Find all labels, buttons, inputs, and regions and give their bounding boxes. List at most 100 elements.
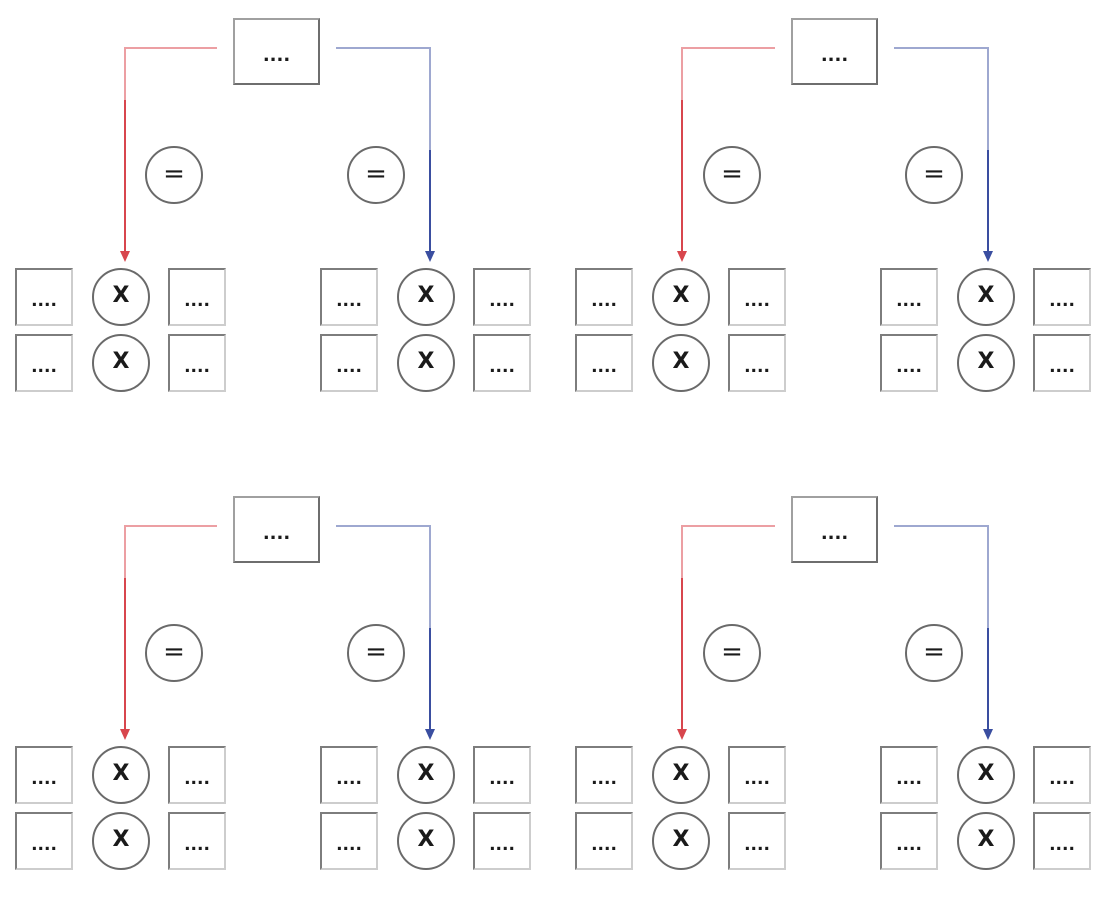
right-equals-node: =: [347, 624, 405, 682]
left-connector-line: [681, 47, 775, 100]
times-symbol: X: [672, 827, 690, 852]
leaf-node: ....: [320, 268, 378, 326]
times-symbol: X: [112, 761, 130, 786]
leaf-node: ....: [473, 746, 531, 804]
leaf-node-label: ....: [336, 834, 362, 855]
right-arrowhead: [425, 251, 435, 262]
right-connector-line: [336, 525, 431, 628]
diagram-top-left: .... = = .... X .... .... X .... .... X …: [0, 0, 548, 456]
times-symbol: X: [977, 827, 995, 852]
leaf-node-label: ....: [31, 768, 57, 789]
times-node: X: [652, 334, 710, 392]
times-node: X: [397, 746, 455, 804]
leaf-node-label: ....: [489, 290, 515, 311]
leaf-node-label: ....: [184, 834, 210, 855]
leaf-node-label: ....: [744, 834, 770, 855]
leaf-node-label: ....: [1049, 834, 1075, 855]
times-symbol: X: [672, 349, 690, 374]
diagram-connectors: [120, 47, 435, 262]
times-node: X: [92, 746, 150, 804]
leaf-node: ....: [168, 268, 226, 326]
leaf-node-label: ....: [489, 768, 515, 789]
leaf-node: ....: [473, 812, 531, 870]
leaf-node: ....: [15, 268, 73, 326]
diagram-connectors: [677, 525, 993, 740]
leaf-node: ....: [728, 812, 786, 870]
leaf-node-label: ....: [31, 290, 57, 311]
leaf-node-label: ....: [184, 290, 210, 311]
leaf-node: ....: [728, 334, 786, 392]
left-connector-line: [124, 525, 217, 578]
times-node: X: [957, 334, 1015, 392]
root-node-label: ....: [262, 44, 291, 66]
leaf-node-label: ....: [1049, 768, 1075, 789]
diagram-bottom-left: .... = = .... X .... .... X .... .... X …: [0, 456, 548, 912]
leaf-node-label: ....: [744, 356, 770, 377]
leaf-node: ....: [880, 334, 938, 392]
root-node-label: ....: [262, 522, 291, 544]
leaf-node: ....: [1033, 268, 1091, 326]
leaf-node-label: ....: [336, 768, 362, 789]
leaf-node: ....: [728, 746, 786, 804]
leaf-node-label: ....: [591, 768, 617, 789]
times-node: X: [397, 268, 455, 326]
left-equals-node: =: [145, 624, 203, 682]
times-node: X: [92, 334, 150, 392]
equals-symbol: =: [163, 159, 185, 189]
leaf-node-label: ....: [1049, 290, 1075, 311]
equals-symbol: =: [923, 637, 945, 667]
leaf-node: ....: [728, 268, 786, 326]
leaf-node: ....: [575, 268, 633, 326]
leaf-node-label: ....: [591, 290, 617, 311]
times-symbol: X: [977, 283, 995, 308]
left-equals-node: =: [145, 146, 203, 204]
leaf-node-label: ....: [489, 356, 515, 377]
times-symbol: X: [977, 349, 995, 374]
left-arrowhead: [120, 251, 130, 262]
times-node: X: [397, 812, 455, 870]
times-node: X: [652, 746, 710, 804]
leaf-node-label: ....: [184, 356, 210, 377]
equals-symbol: =: [365, 637, 387, 667]
leaf-node-label: ....: [489, 834, 515, 855]
left-connector-line: [681, 525, 775, 578]
right-equals-node: =: [905, 146, 963, 204]
leaf-node: ....: [15, 334, 73, 392]
leaf-node: ....: [575, 812, 633, 870]
times-symbol: X: [672, 761, 690, 786]
leaf-node-label: ....: [31, 834, 57, 855]
times-node: X: [652, 812, 710, 870]
left-arrowhead: [677, 729, 687, 740]
leaf-node-label: ....: [896, 834, 922, 855]
leaf-node: ....: [1033, 812, 1091, 870]
root-node-label: ....: [820, 44, 849, 66]
times-node: X: [957, 746, 1015, 804]
leaf-node: ....: [1033, 746, 1091, 804]
times-symbol: X: [672, 283, 690, 308]
leaf-node-label: ....: [744, 768, 770, 789]
leaf-node-label: ....: [336, 290, 362, 311]
root-node-label: ....: [820, 522, 849, 544]
left-equals-node: =: [703, 146, 761, 204]
root-node: ....: [791, 18, 878, 85]
times-node: X: [652, 268, 710, 326]
leaf-node: ....: [473, 334, 531, 392]
right-arrowhead: [983, 251, 993, 262]
leaf-node-label: ....: [31, 356, 57, 377]
leaf-node-label: ....: [1049, 356, 1075, 377]
leaf-node: ....: [575, 334, 633, 392]
right-equals-node: =: [905, 624, 963, 682]
leaf-node: ....: [15, 746, 73, 804]
leaf-node: ....: [473, 268, 531, 326]
leaf-node-label: ....: [896, 356, 922, 377]
right-connector-line: [336, 47, 431, 150]
right-connector-line: [894, 525, 989, 628]
times-symbol: X: [417, 283, 435, 308]
diagram-bottom-right: .... = = .... X .... .... X .... .... X …: [548, 456, 1096, 912]
diagram-connectors: [120, 525, 435, 740]
leaf-node: ....: [575, 746, 633, 804]
leaf-node-label: ....: [896, 290, 922, 311]
equals-symbol: =: [365, 159, 387, 189]
root-node: ....: [233, 496, 320, 563]
leaf-node-label: ....: [591, 356, 617, 377]
